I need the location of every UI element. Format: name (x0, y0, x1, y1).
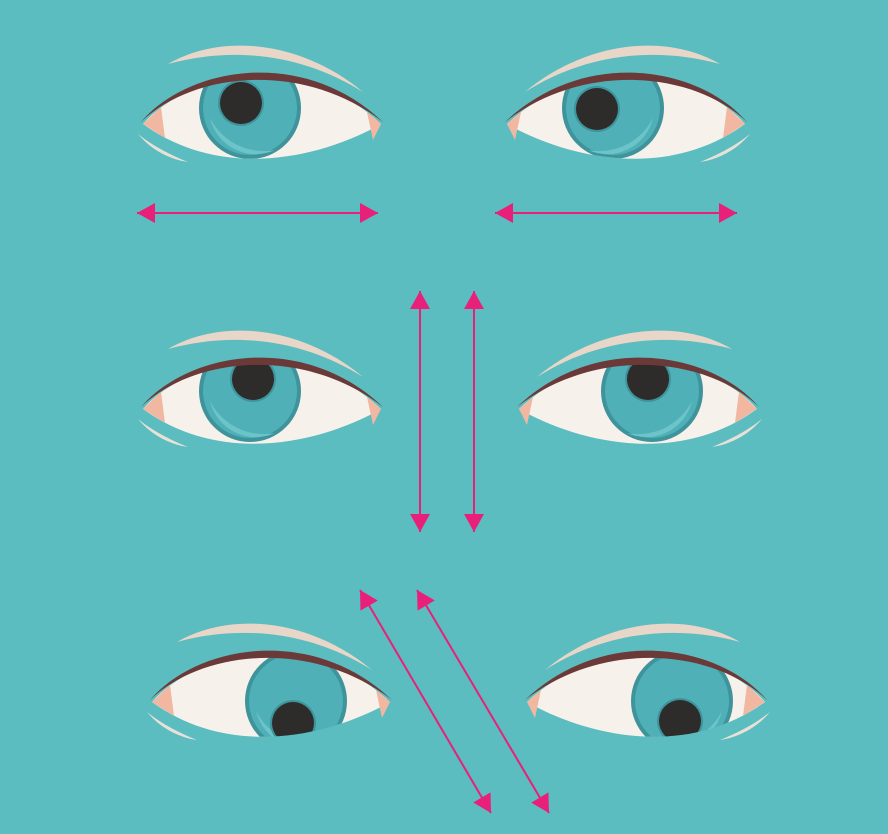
upper-eyelid (141, 357, 383, 407)
iris-group (245, 654, 347, 737)
pupil (232, 361, 274, 400)
lid-crease (525, 45, 720, 92)
arrowhead (464, 291, 484, 309)
inner-corner (735, 392, 757, 423)
inner-corner (723, 107, 745, 138)
upper-eyelid (517, 357, 759, 407)
arrowhead (473, 792, 491, 813)
iris-highlight (256, 711, 321, 737)
eye-look-up-left (138, 330, 383, 447)
arrowhead (417, 590, 435, 611)
eye-look-up-right (517, 330, 762, 447)
outer-corner (367, 397, 381, 425)
arrow-shaft (359, 589, 492, 814)
arrowhead (495, 203, 513, 223)
outer-corner (367, 112, 381, 140)
eye-shape (138, 45, 383, 162)
lid-crease (168, 45, 363, 92)
eyes-group (138, 45, 770, 740)
arrowhead (137, 203, 155, 223)
arrow-horizontal-right-pair (495, 203, 737, 223)
outer-corner (507, 112, 521, 140)
outer-corner (376, 690, 390, 718)
arrowhead (531, 792, 549, 813)
arrow-diagonal-first (359, 589, 492, 814)
lid-crease (545, 623, 740, 670)
arrow-shaft (416, 589, 550, 814)
eye-shape (147, 623, 392, 740)
iris-highlight (210, 118, 275, 155)
eye-look-down-left (147, 623, 392, 740)
inner-corner (143, 392, 165, 423)
upper-eyelid (525, 650, 767, 700)
outer-corner (519, 397, 533, 425)
arrowhead (410, 514, 430, 532)
eye-shape (138, 330, 383, 447)
lid-crease (537, 330, 732, 377)
arrowhead (360, 590, 378, 611)
arrows-group (137, 203, 737, 814)
iris-group (199, 76, 301, 159)
arrowhead (719, 203, 737, 223)
upper-eyelid (150, 650, 392, 700)
eye-shape (505, 45, 750, 162)
arrowhead (360, 203, 378, 223)
eye-look-right-right (505, 45, 750, 162)
outer-corner (527, 690, 541, 718)
arrow-horizontal-left-pair (137, 203, 378, 223)
arrow-vertical-down (464, 291, 484, 532)
eye-look-down-right (525, 623, 770, 740)
upper-eyelid (141, 72, 383, 122)
iris-highlight (588, 118, 653, 155)
iris-group (631, 654, 733, 737)
eye-shape (517, 330, 762, 447)
arrow-vertical-up (410, 291, 430, 532)
arrowhead (464, 514, 484, 532)
arrow-diagonal-second (416, 589, 550, 814)
eye-shape (525, 623, 770, 740)
upper-eyelid (505, 72, 747, 122)
inner-corner (143, 107, 165, 138)
pupil (220, 82, 262, 124)
eye-look-left-left (138, 45, 383, 162)
lid-crease (177, 623, 372, 670)
lid-crease (168, 330, 363, 377)
arrowhead (410, 291, 430, 309)
iris-highlight (657, 711, 722, 737)
iris-highlight (210, 401, 275, 438)
inner-corner (152, 685, 174, 716)
iris-highlight (627, 401, 692, 438)
pupil (627, 361, 669, 400)
inner-corner (743, 685, 765, 716)
pupil (659, 700, 701, 737)
pupil (576, 88, 618, 130)
